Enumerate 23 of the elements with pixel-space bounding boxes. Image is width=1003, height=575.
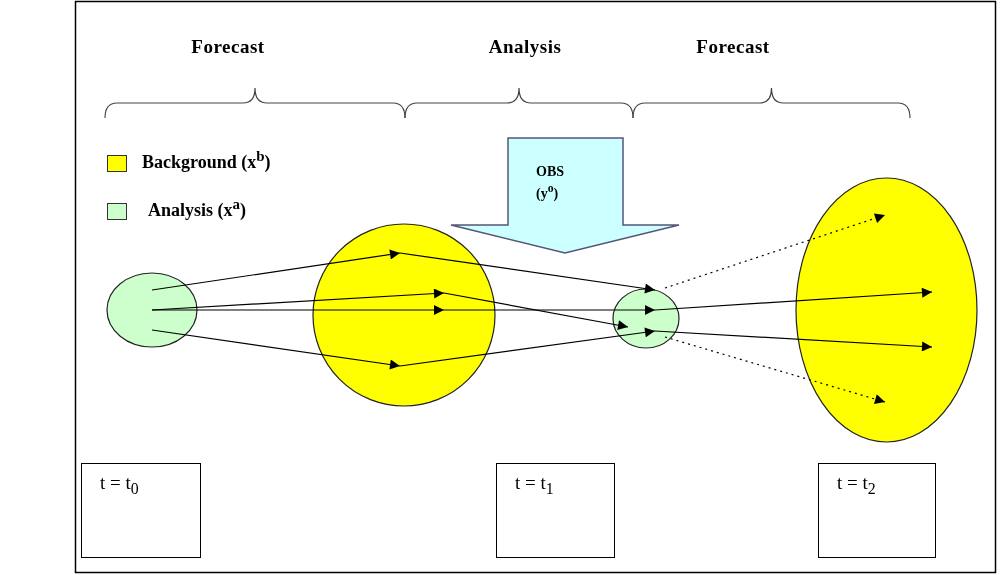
phase-label: Forecast (696, 36, 770, 58)
arrow (399, 327, 656, 367)
time-box (496, 463, 615, 558)
arrow (654, 287, 933, 311)
arrow (399, 252, 656, 294)
arrow (151, 305, 445, 315)
observation-label: OBS (y$^{o}$) (536, 163, 565, 203)
legend-label: Background (x$^{b}$) (142, 148, 271, 173)
arrow (443, 292, 629, 331)
arrow (443, 305, 656, 315)
time-box (81, 463, 201, 558)
time-label: t = t$_{1}$ (515, 472, 554, 498)
arrow (151, 249, 401, 291)
arrow (654, 330, 933, 352)
time-box (818, 463, 936, 558)
dotted-arrow (664, 336, 886, 404)
legend-label: Analysis (x$^{a}$) (148, 196, 246, 221)
time-label: t = t$_{2}$ (837, 472, 876, 498)
phase-label: Forecast (191, 36, 265, 58)
dotted-arrow (664, 213, 886, 289)
arrow (151, 329, 401, 370)
time-label: t = t$_{0}$ (100, 472, 139, 498)
phase-label: Analysis (488, 36, 562, 58)
